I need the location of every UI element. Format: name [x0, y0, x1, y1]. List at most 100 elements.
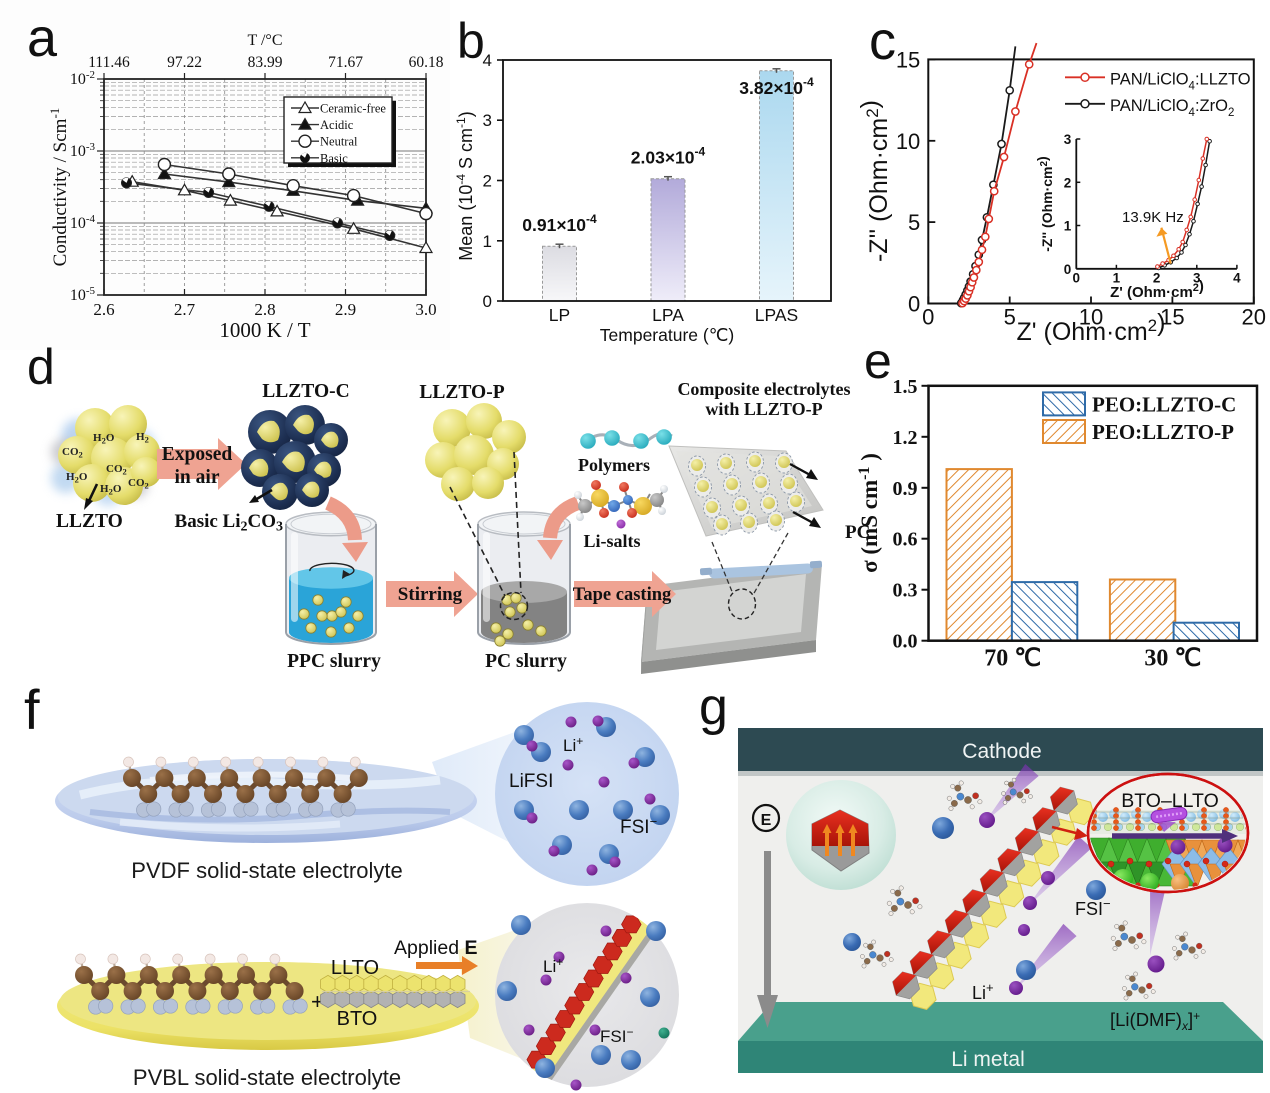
- svg-text:3: 3: [483, 111, 492, 130]
- svg-text:b: b: [457, 13, 485, 69]
- svg-text:Li metal: Li metal: [951, 1048, 1025, 1071]
- svg-text:3.0: 3.0: [415, 300, 436, 319]
- svg-text:Basic: Basic: [320, 151, 348, 165]
- svg-text:Polymers: Polymers: [578, 455, 650, 475]
- svg-text:H2O: H2O: [93, 432, 115, 446]
- svg-text:PC slurry: PC slurry: [485, 651, 567, 672]
- svg-text:13.9K Hz: 13.9K Hz: [1122, 209, 1184, 226]
- svg-text:Applied E: Applied E: [394, 937, 477, 959]
- svg-text:PAN/LiClO4:ZrO2: PAN/LiClO4:ZrO2: [1110, 97, 1234, 119]
- svg-text:PEO:LLZTO-C: PEO:LLZTO-C: [1092, 392, 1236, 416]
- svg-text:LiFSI: LiFSI: [509, 771, 553, 792]
- svg-text:3: 3: [1193, 270, 1201, 285]
- svg-text:1: 1: [483, 232, 492, 251]
- svg-text:2.03×10-4: 2.03×10-4: [631, 145, 706, 168]
- svg-text:60.18: 60.18: [409, 54, 444, 71]
- svg-text:BTO: BTO: [337, 1008, 378, 1030]
- svg-text:0.6: 0.6: [893, 529, 918, 551]
- svg-text:Stirring: Stirring: [398, 584, 463, 605]
- svg-text:Mean (10-4 S cm-1): Mean (10-4 S cm-1): [454, 111, 476, 260]
- svg-text:LLTO: LLTO: [331, 957, 379, 979]
- svg-text:0: 0: [1073, 270, 1081, 285]
- svg-text:CO2: CO2: [106, 463, 127, 477]
- svg-text:2: 2: [1064, 175, 1072, 190]
- svg-text:Tape casting: Tape casting: [573, 585, 672, 605]
- svg-text:2.9: 2.9: [335, 300, 356, 319]
- svg-text:LLZTO: LLZTO: [56, 511, 123, 532]
- svg-text:CO2: CO2: [62, 446, 83, 460]
- svg-text:Neutral: Neutral: [320, 135, 358, 149]
- svg-text:CO2: CO2: [128, 477, 149, 491]
- svg-text:1000 K / T: 1000 K / T: [219, 318, 310, 342]
- svg-text:H2O: H2O: [66, 471, 88, 485]
- svg-text:3: 3: [1064, 132, 1072, 147]
- svg-text:5: 5: [1004, 305, 1016, 330]
- svg-text:97.22: 97.22: [167, 54, 202, 71]
- svg-text:111.46: 111.46: [88, 54, 130, 71]
- svg-text:H2: H2: [136, 431, 149, 445]
- svg-text:PEO:LLZTO-P: PEO:LLZTO-P: [1092, 420, 1234, 444]
- svg-text:e: e: [864, 345, 892, 389]
- svg-text:1.2: 1.2: [893, 427, 918, 449]
- svg-text:20: 20: [1242, 305, 1266, 330]
- svg-text:d: d: [27, 345, 55, 395]
- svg-text:0.3: 0.3: [893, 580, 918, 602]
- svg-text:Basic Li2CO3: Basic Li2CO3: [175, 511, 283, 535]
- svg-text:PPC slurry: PPC slurry: [287, 651, 381, 672]
- svg-text:0: 0: [922, 305, 934, 330]
- svg-text:PAN/LiClO4:LLZTO: PAN/LiClO4:LLZTO: [1110, 70, 1251, 92]
- svg-text:1: 1: [1113, 270, 1121, 285]
- svg-text:-Z'' (Ohm·cm2): -Z'' (Ohm·cm2): [860, 100, 893, 262]
- svg-text:Z' (Ohm·cm2): Z' (Ohm·cm2): [1110, 278, 1204, 301]
- svg-text:in air: in air: [175, 467, 220, 488]
- svg-text:Temperature (℃): Temperature (℃): [600, 325, 734, 345]
- svg-text:2.8: 2.8: [254, 300, 275, 319]
- svg-text:BTO–LLTO: BTO–LLTO: [1121, 790, 1219, 812]
- svg-text:Conductivity / Scm-1: Conductivity / Scm-1: [47, 108, 71, 267]
- svg-text:1: 1: [1064, 219, 1072, 234]
- svg-text:2.6: 2.6: [93, 300, 114, 319]
- svg-text:2: 2: [483, 172, 492, 191]
- svg-text:LP: LP: [549, 305, 570, 325]
- svg-text:H2O: H2O: [100, 483, 122, 497]
- svg-text:70 ℃: 70 ℃: [984, 646, 1041, 672]
- svg-text:FSI−: FSI−: [1075, 896, 1111, 919]
- svg-text:15: 15: [1160, 305, 1184, 330]
- svg-text:4: 4: [1233, 270, 1241, 285]
- svg-text:0: 0: [908, 292, 920, 317]
- svg-text:-Z'' (Ohm·cm2): -Z'' (Ohm·cm2): [1034, 156, 1055, 251]
- svg-text:LLZTO-C: LLZTO-C: [262, 381, 349, 402]
- svg-text:1.5: 1.5: [893, 376, 918, 398]
- svg-text:5: 5: [908, 210, 920, 235]
- svg-text:0.9: 0.9: [893, 478, 918, 500]
- svg-text:LLZTO-P: LLZTO-P: [419, 382, 504, 403]
- svg-text:71.67: 71.67: [328, 54, 363, 71]
- svg-text:15: 15: [896, 47, 920, 72]
- svg-text:Composite electrolytes: Composite electrolytes: [677, 379, 850, 399]
- svg-text:PC: PC: [845, 522, 870, 543]
- svg-text:Acidic: Acidic: [320, 118, 354, 132]
- svg-text:0: 0: [483, 292, 492, 311]
- svg-text:2: 2: [1153, 270, 1161, 285]
- svg-text:FSI−: FSI−: [620, 814, 657, 838]
- svg-text:2.7: 2.7: [174, 300, 196, 319]
- svg-text:0.0: 0.0: [893, 631, 918, 653]
- svg-text:Ceramic-free: Ceramic-free: [320, 102, 386, 116]
- svg-text:30 ℃: 30 ℃: [1144, 646, 1201, 672]
- svg-text:83.99: 83.99: [248, 54, 283, 71]
- svg-text:10: 10: [1079, 305, 1103, 330]
- svg-text:FSI−: FSI−: [600, 1025, 633, 1046]
- svg-text:0: 0: [1064, 262, 1072, 277]
- svg-text:PVBL solid-state electrolyte: PVBL solid-state electrolyte: [133, 1065, 401, 1090]
- svg-text:3.82×10-4: 3.82×10-4: [739, 75, 814, 98]
- svg-text:f: f: [24, 680, 40, 741]
- svg-text:PVDF solid-state electrolyte: PVDF solid-state electrolyte: [131, 858, 402, 883]
- svg-text:g: g: [699, 680, 728, 736]
- svg-text:E: E: [761, 812, 772, 829]
- svg-text:LPA: LPA: [652, 305, 684, 325]
- svg-text:4: 4: [483, 51, 492, 70]
- svg-text:a: a: [27, 8, 58, 68]
- svg-text:Li-salts: Li-salts: [583, 531, 640, 551]
- svg-text:10: 10: [896, 129, 920, 154]
- svg-text:c: c: [869, 11, 896, 71]
